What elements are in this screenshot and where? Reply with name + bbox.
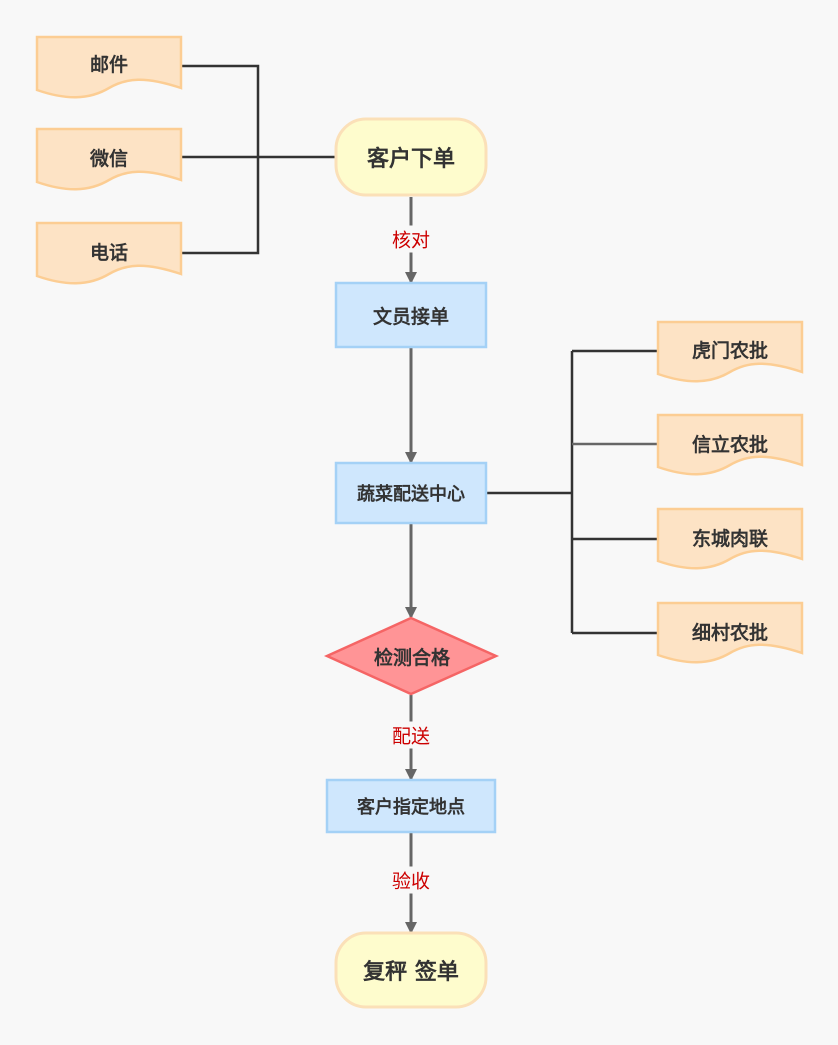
supplier-xicun-label: 细村农批 — [691, 621, 768, 644]
edge-label-check: 核对 — [389, 225, 433, 253]
clerk-receive-order-label: 文员接单 — [372, 305, 449, 328]
shapes — [35, 35, 804, 1009]
source-wechat-label: 微信 — [89, 147, 128, 170]
quality-check-decision-label: 检测合格 — [373, 646, 450, 669]
supplier-xinli-shape — [656, 413, 804, 476]
supplier-xinli-label: 信立农批 — [691, 433, 768, 456]
supplier-humen-shape — [656, 320, 804, 383]
supplier-dongcheng-label: 东城肉联 — [691, 527, 768, 550]
source-phone-shape — [35, 221, 183, 285]
decision-diamond-shape — [323, 616, 500, 696]
source-bracket-line — [181, 64, 260, 255]
start-customer-order-label: 客户下单 — [366, 147, 455, 172]
end-reweigh-sign-label: 复秤 签单 — [363, 960, 459, 985]
source-phone-label: 电话 — [89, 241, 128, 264]
supplier-humen-label: 虎门农批 — [691, 339, 768, 362]
source-email-label: 邮件 — [89, 53, 128, 76]
edge-label-deliver: 配送 — [389, 721, 433, 749]
edge-label-accept: 验收 — [389, 866, 433, 894]
distribution-center-shape — [334, 461, 488, 525]
supplier-xicun-shape — [656, 601, 804, 664]
vegetable-distribution-center-label: 蔬菜配送中心 — [357, 484, 465, 505]
source-email-shape — [35, 35, 183, 99]
end-terminal-shape — [334, 931, 488, 1009]
clerk-process-shape — [334, 281, 488, 349]
customer-location-shape — [325, 778, 497, 834]
start-terminal-shape — [334, 117, 488, 197]
customer-location-label: 客户指定地点 — [357, 797, 465, 818]
source-wechat-shape — [35, 127, 183, 191]
supplier-dongcheng-shape — [656, 507, 804, 570]
